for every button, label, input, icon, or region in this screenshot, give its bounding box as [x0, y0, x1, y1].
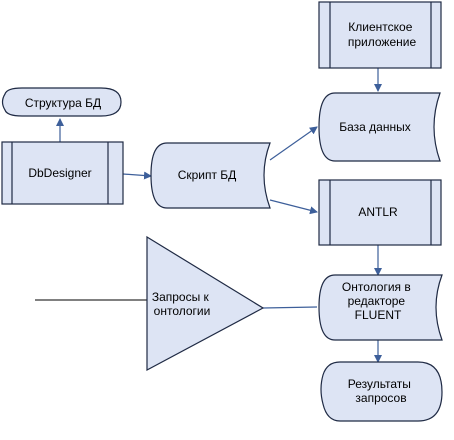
- node-ontologiya-fluent: Онтология в редакторе FLUENT: [318, 274, 443, 341]
- node-rezultaty-zaprosov: Результаты запросов: [320, 361, 443, 422]
- node-baza-dannyh: База данных: [318, 92, 441, 162]
- node-dbdesigner: DbDesigner: [1, 141, 124, 205]
- arrow-dbdesigner-to-skript: [122, 171, 152, 180]
- node-label: Онтология в редакторе FLUENT: [342, 280, 414, 322]
- node-label: Результаты запросов: [348, 377, 415, 405]
- stored-data-shape: [150, 142, 271, 209]
- node-label: Структура БД: [25, 96, 101, 110]
- line-zaprosy-to-ontologiya: [262, 306, 318, 309]
- node-skript-bd: Скрипт БД: [150, 142, 271, 209]
- label-line-2: запросов: [355, 391, 406, 405]
- node-zaprosy-k-ontologii: Запросы к онтологии: [146, 235, 265, 372]
- process-box: [318, 1, 442, 69]
- label-line-2: приложение: [348, 35, 417, 49]
- node-klientskoe-prilozhenie: Клиентское приложение: [318, 1, 442, 69]
- label-line-2: редакторе: [348, 294, 406, 308]
- label-line-1: Онтология в: [342, 280, 411, 294]
- node-struktura-bd: Структура БД: [1, 87, 122, 117]
- connectors: [35, 68, 382, 363]
- stored-data-shape: [318, 92, 441, 162]
- node-antlr: ANTLR: [318, 179, 442, 246]
- process-box: [318, 179, 442, 246]
- label-line-1: Результаты: [348, 377, 411, 391]
- label-line-1: Запросы к: [152, 290, 210, 304]
- display-shape: [1, 87, 122, 117]
- node-label: Запросы к онтологии: [152, 290, 212, 318]
- arrow-skript-to-antlr: [269, 199, 318, 215]
- label-line-3: FLUENT: [355, 308, 402, 322]
- arrow-skript-to-baza: [269, 126, 318, 161]
- display-shape: [320, 361, 443, 422]
- node-label: База данных: [339, 120, 410, 134]
- node-label: Скрипт БД: [178, 168, 237, 182]
- node-label: ANTLR: [358, 205, 398, 219]
- process-box: [1, 141, 124, 205]
- label-line-2: онтологии: [154, 304, 211, 318]
- triangle-shape: [146, 235, 265, 372]
- node-label: DbDesigner: [28, 166, 91, 180]
- label-line-1: Клиентское: [348, 20, 412, 34]
- node-label: Клиентское приложение: [348, 20, 417, 49]
- stored-data-shape: [318, 274, 443, 341]
